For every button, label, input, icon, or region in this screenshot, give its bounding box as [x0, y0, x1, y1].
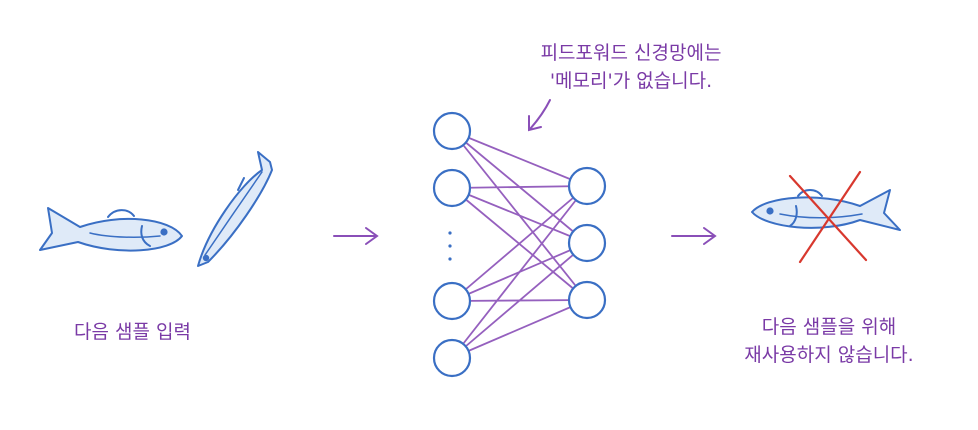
right-caption: 다음 샘플을 위해 재사용하지 않습니다.: [714, 313, 944, 369]
network-annotation: 피드포워드 신경망에는 '메모리'가 없습니다.: [506, 39, 756, 95]
input-node: [432, 111, 472, 151]
network-connections: [451, 130, 588, 359]
cross-icon: [788, 170, 868, 264]
right-caption-line-2: 재사용하지 않습니다.: [744, 344, 914, 366]
annotation-line-1: 피드포워드 신경망에는: [540, 42, 722, 64]
fish-icon: [197, 151, 273, 267]
output-layer: [567, 166, 607, 320]
output-node: [567, 280, 607, 320]
connection-edge: [451, 185, 588, 189]
fish-icon: [751, 189, 901, 231]
ellipsis-dots: [448, 231, 452, 261]
left-caption: 다음 샘플 입력: [74, 321, 191, 343]
annotation-pointer-arrow: [528, 99, 551, 132]
output-node: [567, 223, 607, 263]
arrow-right-icon: [333, 227, 379, 245]
input-node: [432, 168, 472, 208]
output-node: [567, 166, 607, 206]
connection-edge: [451, 185, 588, 359]
input-layer: [432, 111, 472, 378]
connection-edge: [451, 130, 588, 187]
connection-edge: [451, 299, 588, 359]
connection-edge: [451, 242, 588, 359]
connection-edge: [451, 185, 588, 302]
input-node: [432, 338, 472, 378]
connection-edge: [451, 187, 588, 244]
annotation-line-2: '메모리'가 없습니다.: [549, 70, 713, 92]
arrow-right-icon: [671, 227, 717, 245]
input-node: [432, 281, 472, 321]
fish-icon: [39, 207, 183, 252]
right-caption-line-1: 다음 샘플을 위해: [761, 316, 897, 338]
